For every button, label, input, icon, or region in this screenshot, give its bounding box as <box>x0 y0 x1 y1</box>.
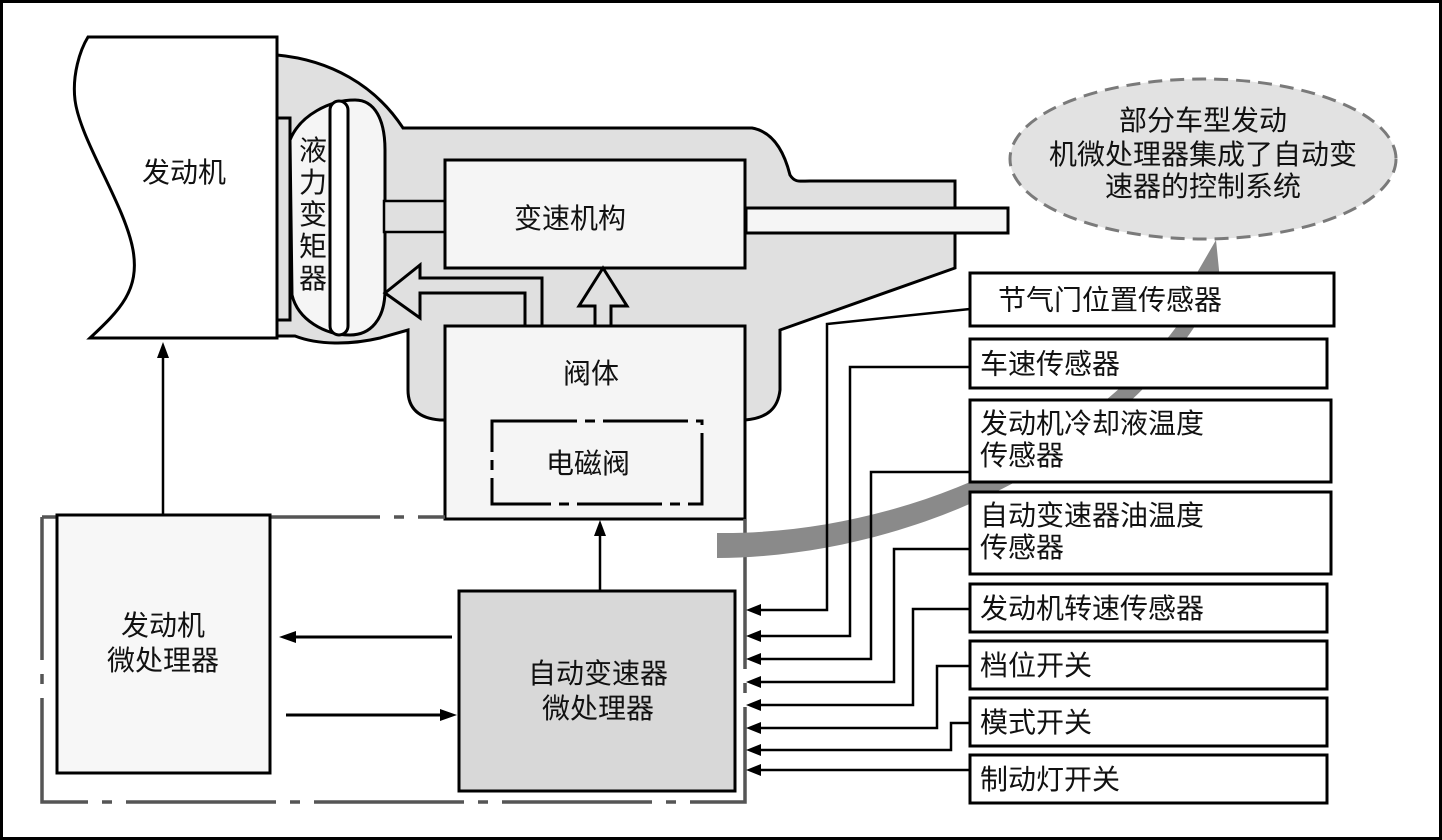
sensor-label: 档位开关 <box>980 649 1092 682</box>
sensor-arrowhead <box>746 630 761 642</box>
sensor-box <box>968 582 1329 634</box>
input-shaft <box>382 199 448 234</box>
sensor-box <box>968 696 1329 748</box>
valve-body-label: 阀体 <box>563 357 619 390</box>
gear-mechanism-label: 变速机构 <box>514 202 626 235</box>
sensor-box <box>968 490 1333 576</box>
engine-ecu-label-line2: 微处理器 <box>107 644 219 677</box>
engine-ecu-label-line1: 发动机 <box>121 609 205 642</box>
sensor-label: 发动机冷却液温度 <box>980 407 1204 440</box>
sensor-label: 模式开关 <box>980 706 1092 739</box>
sensor-wire <box>760 470 970 661</box>
tcu-label-line1: 自动变速器 <box>528 657 668 690</box>
sensor-label: 发动机转速传感器 <box>980 592 1204 625</box>
callout-bubble <box>1008 77 1398 241</box>
sensor-wire <box>760 721 970 752</box>
sensor-arrowhead <box>746 653 761 665</box>
sensor-wire <box>760 664 970 730</box>
torque-converter-label: 液 力 变 矩 器 <box>299 134 327 295</box>
tcu-to-valve-arrowhead <box>594 520 606 536</box>
tcu-label-line2: 微处理器 <box>542 692 654 725</box>
ecu-to-engine-arrowhead <box>157 342 169 358</box>
svg-text:液: 液 <box>299 134 327 167</box>
gear-mechanism-box <box>443 158 747 270</box>
sensor-wire <box>760 307 971 612</box>
sensor-label: 车速传感器 <box>980 348 1120 381</box>
tcu-box <box>457 589 737 793</box>
sensor-box <box>968 337 1329 390</box>
svg-text:矩: 矩 <box>299 230 327 263</box>
sensor-engine-speed: 发动机转速传感器 <box>746 582 1329 711</box>
sensor-wire <box>760 607 970 707</box>
hydraulic-arrow-to-converter <box>382 261 544 326</box>
svg-text:力: 力 <box>299 166 327 199</box>
sensor-arrowhead <box>746 764 761 776</box>
sensor-arrowhead <box>746 604 761 616</box>
sensor-wire <box>760 547 970 684</box>
sensor-arrowhead <box>746 744 761 756</box>
sensor-label: 制动灯开关 <box>980 763 1120 796</box>
solenoid-valve-label: 电磁阀 <box>546 447 630 480</box>
svg-text:变: 变 <box>299 198 327 231</box>
output-shaft <box>744 206 1010 235</box>
sensor-label: 节气门位置传感器 <box>998 284 1222 317</box>
engine-block <box>72 35 279 340</box>
ecu-to-tcu-arrowhead <box>440 709 457 721</box>
sensor-vehicle-speed: 车速传感器 <box>746 337 1329 642</box>
sensor-arrowhead <box>746 676 761 688</box>
sensor-arrowhead <box>746 699 761 711</box>
sensor-label: 传感器 <box>980 531 1064 564</box>
hydraulic-arrow-to-gears <box>576 265 630 326</box>
callout-text-line1: 部分车型发动 <box>1119 104 1287 137</box>
sensor-label: 传感器 <box>980 439 1064 472</box>
sensor-box <box>968 639 1329 691</box>
engine-label: 发动机 <box>142 156 226 189</box>
sensor-inputs: 节气门位置传感器车速传感器发动机冷却液温度传感器自动变速器油温度传感器发动机转速… <box>746 271 1336 805</box>
turbine-bar <box>328 99 350 337</box>
sensor-arrowhead <box>746 722 761 734</box>
engine-ecu-box <box>55 513 272 775</box>
sensor-wire <box>760 365 970 638</box>
sensor-box <box>968 753 1329 805</box>
solenoid-valve-box <box>490 419 704 506</box>
callout-text-line2: 机微处理器集成了自动变 <box>1049 138 1357 171</box>
sensor-box <box>968 271 1336 328</box>
sensor-brake-light-switch: 制动灯开关 <box>746 753 1329 805</box>
sensor-mode-switch: 模式开关 <box>746 696 1329 756</box>
sensor-label: 自动变速器油温度 <box>980 499 1204 532</box>
sensor-box <box>968 398 1333 484</box>
svg-text:器: 器 <box>299 262 327 295</box>
sensor-throttle: 节气门位置传感器 <box>746 271 1336 616</box>
flywheel-plate <box>275 116 292 322</box>
tcu-to-ecu-arrowhead <box>279 631 296 643</box>
callout-text-line3: 速器的控制系统 <box>1105 170 1301 203</box>
sensor-gear-switch: 档位开关 <box>746 639 1329 734</box>
